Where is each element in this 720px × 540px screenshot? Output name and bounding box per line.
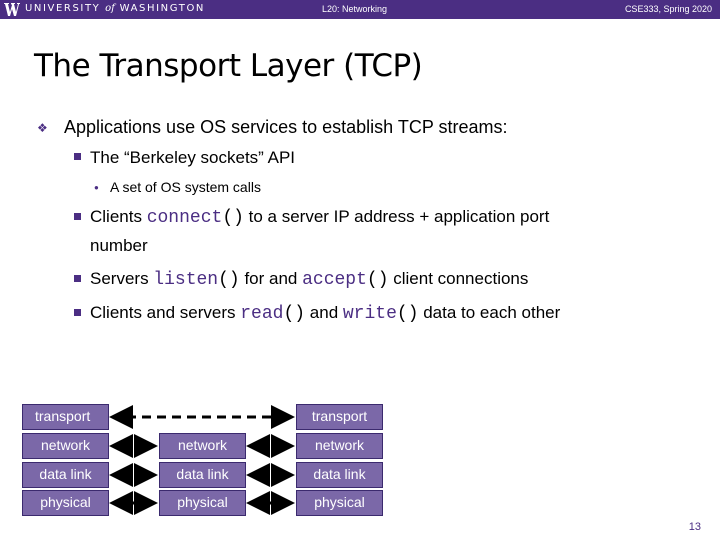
left-network-box: network <box>22 433 109 459</box>
dot-bullet-icon: ● <box>94 183 99 192</box>
page-number: 13 <box>688 521 701 533</box>
bullet-sub4: Clients and servers read() and write() d… <box>90 303 561 324</box>
course-label: CSE333, Spring 2020 <box>624 4 712 14</box>
header-bar: UNIVERSITY of WASHINGTON L20: Networking… <box>0 0 720 19</box>
right-physical-box: physical <box>296 490 383 516</box>
middle-network-box: network <box>159 433 246 459</box>
right-transport-box: transport <box>296 404 383 430</box>
square-bullet-icon <box>74 153 81 160</box>
bullet-sub1: The “Berkeley sockets” API <box>90 148 296 167</box>
bullet-sub2: Clients connect() to a server IP address… <box>90 207 550 228</box>
left-transport-box: transport <box>22 404 109 430</box>
middle-physical-box: physical <box>159 490 246 516</box>
middle-datalink-box: data link <box>159 462 246 488</box>
square-bullet-icon <box>74 309 81 316</box>
bullet-main: Applications use OS services to establis… <box>64 117 508 137</box>
bullet-sub3: Servers listen() for and accept() client… <box>90 269 529 290</box>
right-network-box: network <box>296 433 383 459</box>
bullet-sub1-detail: A set of OS system calls <box>110 179 261 195</box>
square-bullet-icon <box>74 213 81 220</box>
left-datalink-box: data link <box>22 462 109 488</box>
slide-title: The Transport Layer (TCP) <box>34 48 423 84</box>
bullet-sub2-cont: number <box>90 236 148 255</box>
square-bullet-icon <box>74 275 81 282</box>
uw-logo-icon <box>4 3 20 16</box>
right-datalink-box: data link <box>296 462 383 488</box>
lecture-label: L20: Networking <box>322 4 388 14</box>
left-physical-box: physical <box>22 490 109 516</box>
university-name: UNIVERSITY of WASHINGTON <box>25 3 206 14</box>
diamond-bullet-icon: ❖ <box>37 121 48 135</box>
